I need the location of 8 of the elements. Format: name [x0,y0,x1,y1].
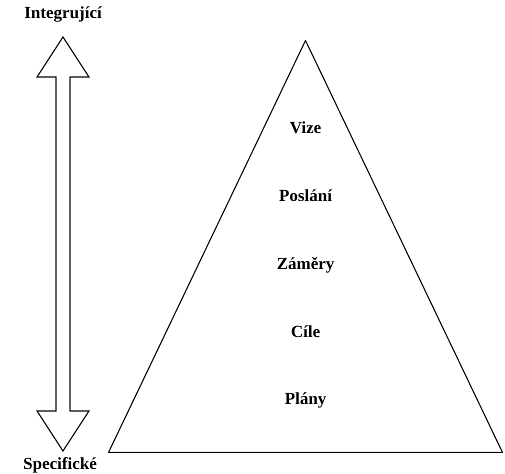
level-label: Plány [284,389,326,409]
level-label: Cíle [290,322,320,342]
scale-label: Integrující [24,3,102,23]
level-label: Vize [290,118,322,138]
level-label: Poslání [279,186,332,206]
level-label: Záměry [276,254,334,274]
double-arrow [36,36,90,452]
scale-label: Specifické [23,454,97,474]
